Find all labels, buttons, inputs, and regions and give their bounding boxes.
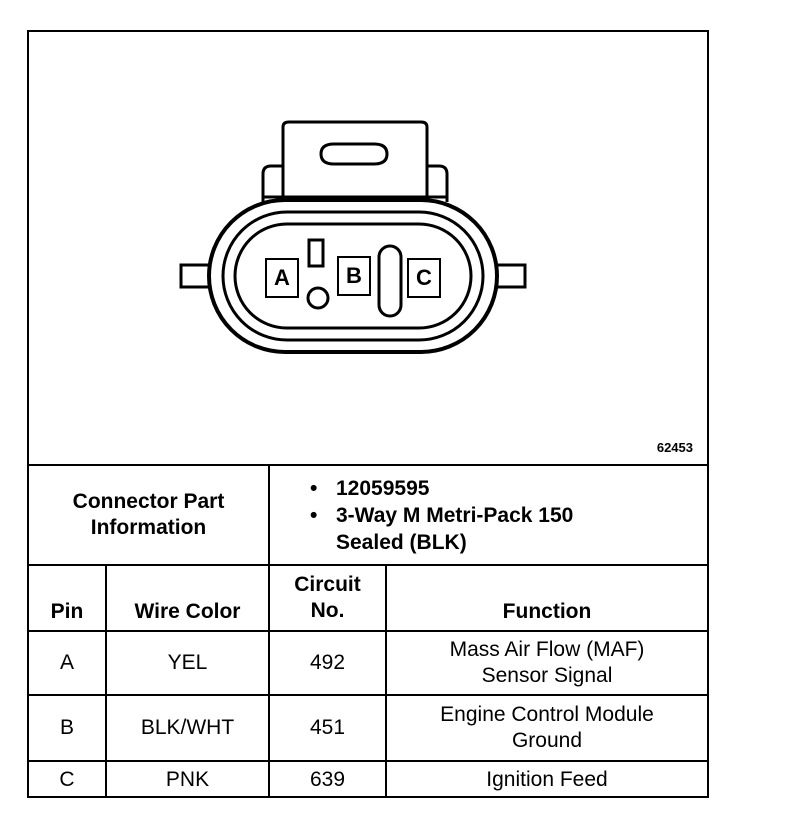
table-row: C PNK 639 Ignition Feed xyxy=(29,760,707,797)
side-tab-left xyxy=(179,263,213,289)
pin-cell: C xyxy=(29,760,107,797)
connector-inner-face xyxy=(233,222,473,330)
wire-color-cell: PNK xyxy=(105,760,270,797)
side-tab-right xyxy=(493,263,527,289)
connector-info-table: Connector Part Information • 12059595 • … xyxy=(29,464,707,797)
connector-seal-ring xyxy=(221,210,485,342)
function-cell: Ignition Feed xyxy=(385,760,707,797)
rib xyxy=(377,244,403,318)
bullet-icon: • xyxy=(310,476,318,500)
pin-label-b: B xyxy=(337,256,371,296)
circuit-cell: 639 xyxy=(268,760,387,797)
table-header-row: Pin Wire Color Circuit No. Function xyxy=(29,564,707,632)
locating-pin xyxy=(306,286,330,310)
part-info-label: Connector Part Information xyxy=(29,464,270,566)
latch-shoulder-right xyxy=(427,164,449,202)
part-number: 12059595 xyxy=(336,476,430,500)
connector-illustration: A B C 62453 xyxy=(29,32,707,464)
header-circuit-no: Circuit No. xyxy=(268,564,387,632)
function-line1: Engine Control Module xyxy=(440,703,654,726)
function-cell: Engine Control Module Ground xyxy=(385,694,707,762)
latch-slot xyxy=(319,142,389,166)
figure-number: 62453 xyxy=(656,440,693,455)
function-line1: Mass Air Flow (MAF) xyxy=(449,638,645,661)
connector-type-continuation: Sealed (BLK) xyxy=(310,529,707,556)
header-pin: Pin xyxy=(29,564,107,632)
circuit-cell: 451 xyxy=(268,694,387,762)
part-info-row: Connector Part Information • 12059595 • … xyxy=(29,464,707,566)
pin-cell: A xyxy=(29,630,107,696)
part-info-label-line2: Information xyxy=(90,516,207,539)
pin-cell: B xyxy=(29,694,107,762)
connector-type-item: • 3-Way M Metri-Pack 150 xyxy=(310,502,707,529)
table-row: B BLK/WHT 451 Engine Control Module Grou… xyxy=(29,694,707,762)
part-info-label-line1: Connector Part xyxy=(72,490,225,513)
function-line2: Ground xyxy=(511,729,583,752)
connector-seal-color: Sealed (BLK) xyxy=(336,530,467,554)
header-function: Function xyxy=(385,564,707,632)
wire-color-cell: BLK/WHT xyxy=(105,694,270,762)
header-circuit-line1: Circuit xyxy=(294,573,361,596)
connector-diagram-frame: A B C 62453 Connector Part Information •… xyxy=(27,30,709,798)
latch-shoulder-left xyxy=(261,164,283,202)
header-circuit-line2: No. xyxy=(310,599,345,622)
table-row: A YEL 492 Mass Air Flow (MAF) Sensor Sig… xyxy=(29,630,707,696)
connector-face-drawing xyxy=(179,120,527,354)
pin-label-a: A xyxy=(265,258,299,298)
function-cell: Mass Air Flow (MAF) Sensor Signal xyxy=(385,630,707,696)
part-info-values: • 12059595 • 3-Way M Metri-Pack 150 Seal… xyxy=(268,464,707,566)
pin-label-c: C xyxy=(407,258,441,298)
function-line2: Sensor Signal xyxy=(481,664,613,687)
polarity-key xyxy=(307,238,325,268)
circuit-cell: 492 xyxy=(268,630,387,696)
header-wire-color: Wire Color xyxy=(105,564,270,632)
connector-latch xyxy=(281,120,429,199)
connector-type: 3-Way M Metri-Pack 150 xyxy=(336,503,574,527)
part-number-item: • 12059595 xyxy=(310,475,707,502)
wire-color-cell: YEL xyxy=(105,630,270,696)
bullet-icon: • xyxy=(310,503,318,527)
